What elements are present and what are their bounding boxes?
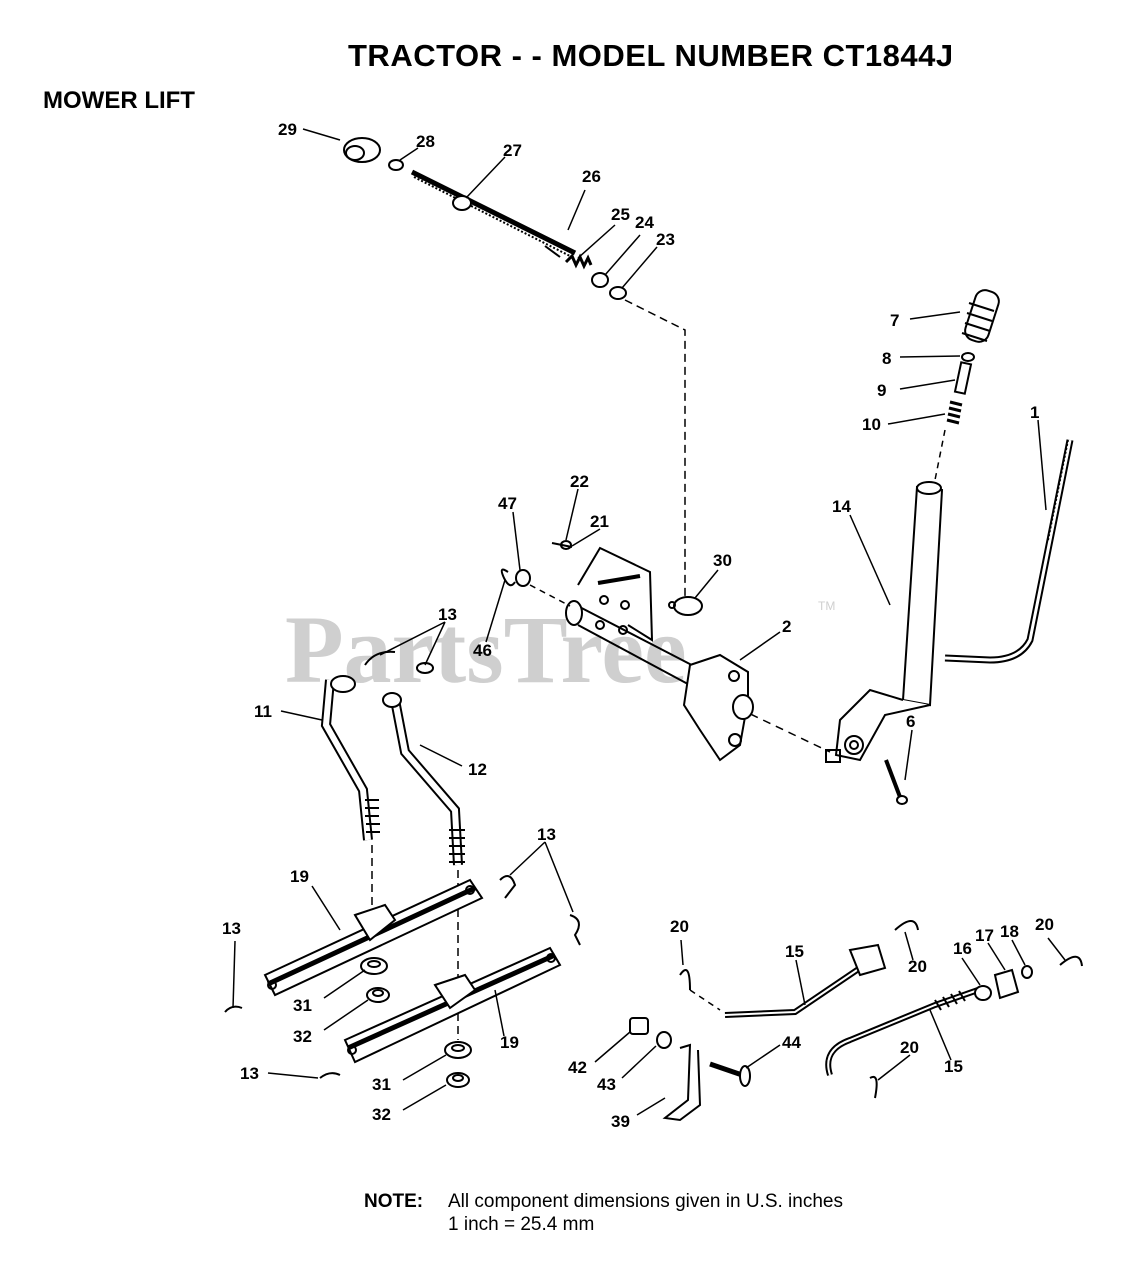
callout-15-b: 15 bbox=[944, 1057, 963, 1076]
callout-31-a: 31 bbox=[293, 996, 312, 1015]
callout-44: 44 bbox=[782, 1033, 801, 1052]
callout-28: 28 bbox=[416, 132, 435, 151]
part-washer-24[interactable] bbox=[591, 272, 609, 288]
callout-31-b: 31 bbox=[372, 1075, 391, 1094]
part-bolt-6[interactable] bbox=[884, 759, 908, 805]
callout-24: 24 bbox=[635, 213, 654, 232]
callout-43: 43 bbox=[597, 1075, 616, 1094]
callout-10: 10 bbox=[862, 415, 881, 434]
callout-7: 7 bbox=[890, 311, 899, 330]
callout-16: 16 bbox=[953, 939, 972, 958]
callout-20-b: 20 bbox=[908, 957, 927, 976]
callout-2: 2 bbox=[782, 617, 791, 636]
part-lift-arm-19-upper[interactable] bbox=[263, 878, 484, 997]
callout-32-b: 32 bbox=[372, 1105, 391, 1124]
part-clip-13-right[interactable] bbox=[499, 875, 517, 899]
callout-46: 46 bbox=[473, 641, 492, 660]
callout-26: 26 bbox=[582, 167, 601, 186]
part-clip-13-right2[interactable] bbox=[569, 914, 581, 946]
part-lift-link-11[interactable] bbox=[320, 675, 380, 841]
part-pin-26[interactable] bbox=[544, 245, 561, 258]
part-bolt-44[interactable] bbox=[709, 1061, 751, 1087]
callout-17: 17 bbox=[975, 926, 994, 945]
section-heading: MOWER LIFT bbox=[43, 87, 195, 114]
part-handle-rod-1[interactable] bbox=[944, 439, 1074, 664]
part-nut-42[interactable] bbox=[629, 1017, 649, 1035]
callout-19-b: 19 bbox=[500, 1033, 519, 1052]
part-nut-16[interactable] bbox=[974, 985, 992, 1001]
part-nut-28[interactable] bbox=[388, 159, 404, 171]
callout-42: 42 bbox=[568, 1058, 587, 1077]
callout-13-d: 13 bbox=[240, 1064, 259, 1083]
callout-20-a: 20 bbox=[670, 917, 689, 936]
part-collar-30[interactable] bbox=[668, 596, 703, 616]
part-spring-10[interactable] bbox=[946, 400, 963, 425]
note-label: NOTE: bbox=[364, 1191, 424, 1212]
part-pin-21-22[interactable] bbox=[551, 540, 573, 550]
part-lift-shaft-2[interactable] bbox=[565, 546, 754, 762]
callout-13-b: 13 bbox=[537, 825, 556, 844]
callout-21: 21 bbox=[590, 512, 609, 531]
part-rod-15-lower[interactable] bbox=[825, 987, 979, 1076]
callout-19-a: 19 bbox=[290, 867, 309, 886]
callout-8: 8 bbox=[882, 349, 891, 368]
part-clip-20-a[interactable] bbox=[679, 969, 691, 991]
diagram-title: TRACTOR - - MODEL NUMBER CT1844J bbox=[348, 38, 954, 73]
callout-18: 18 bbox=[1000, 922, 1019, 941]
part-swivel-17[interactable] bbox=[993, 968, 1020, 1000]
callout-32-a: 32 bbox=[293, 1027, 312, 1046]
part-clip-13-bottom[interactable] bbox=[319, 1072, 341, 1079]
part-bushing-32-lower[interactable] bbox=[446, 1072, 470, 1088]
callout-23: 23 bbox=[656, 230, 675, 249]
part-washer-43[interactable] bbox=[656, 1031, 672, 1049]
callout-15-a: 15 bbox=[785, 942, 804, 961]
part-lift-link-12[interactable] bbox=[382, 692, 465, 866]
part-nut-23[interactable] bbox=[609, 286, 627, 300]
callout-25: 25 bbox=[611, 205, 630, 224]
part-rod-15-upper[interactable] bbox=[724, 943, 887, 1018]
callout-1: 1 bbox=[1030, 403, 1039, 422]
callout-6: 6 bbox=[906, 712, 915, 731]
part-bushing-32-upper[interactable] bbox=[366, 987, 390, 1003]
callout-22: 22 bbox=[570, 472, 589, 491]
callout-12: 12 bbox=[468, 760, 487, 779]
part-clip-20-b[interactable] bbox=[894, 920, 919, 931]
part-ring-8[interactable] bbox=[961, 352, 975, 362]
watermark-trademark: TM bbox=[818, 599, 835, 613]
part-clip-20-c[interactable] bbox=[1059, 955, 1083, 967]
callout-13-c: 13 bbox=[222, 919, 241, 938]
part-grip-7[interactable] bbox=[961, 288, 1001, 345]
note-line-1: All component dimensions given in U.S. i… bbox=[448, 1191, 843, 1212]
dimension-note: NOTE: All component dimensions given in U… bbox=[364, 1190, 843, 1236]
part-clip-13-top[interactable] bbox=[364, 650, 434, 674]
callout-29: 29 bbox=[278, 120, 297, 139]
part-rod-9[interactable] bbox=[953, 361, 973, 395]
callout-13-a: 13 bbox=[438, 605, 457, 624]
part-lift-lever-14[interactable] bbox=[825, 481, 944, 763]
part-lift-arm-19-lower[interactable] bbox=[343, 946, 562, 1064]
callout-30: 30 bbox=[713, 551, 732, 570]
callout-14: 14 bbox=[832, 497, 851, 516]
note-line-2: 1 inch = 25.4 mm bbox=[448, 1214, 595, 1235]
callout-47: 47 bbox=[498, 494, 517, 513]
callout-27: 27 bbox=[503, 141, 522, 160]
callout-11: 11 bbox=[254, 702, 272, 721]
part-clip-46-47[interactable] bbox=[500, 568, 531, 587]
callout-20-c: 20 bbox=[1035, 915, 1054, 934]
part-bushing-31-lower[interactable] bbox=[444, 1041, 472, 1059]
callout-9: 9 bbox=[877, 381, 886, 400]
part-bushing-31-upper[interactable] bbox=[360, 957, 388, 975]
part-clip-20-d[interactable] bbox=[869, 1076, 878, 1099]
part-washer-18[interactable] bbox=[1021, 965, 1033, 979]
part-threaded-rod-27[interactable] bbox=[410, 169, 577, 257]
part-bracket-39[interactable] bbox=[662, 1043, 702, 1122]
callout-39: 39 bbox=[611, 1112, 630, 1131]
callout-20-d: 20 bbox=[900, 1038, 919, 1057]
part-knob-29[interactable] bbox=[343, 137, 381, 163]
